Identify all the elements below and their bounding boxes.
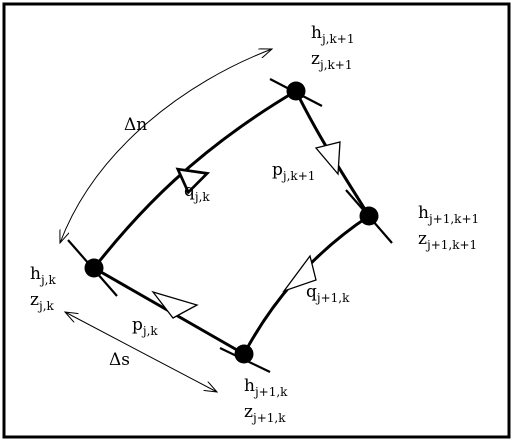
label-h-jk: hj,k [30,264,56,287]
node-jk [84,258,104,278]
label-ds: Δs [109,350,130,370]
label-p-jk1: pj,k+1 [272,160,315,183]
flow-arrow-q-j1k [282,254,317,293]
dimension-arrow-dn [60,49,272,243]
label-q-jk: qj,k [184,181,210,204]
label-z-jk1: zj,k+1 [311,49,352,72]
label-dn: Δn [124,115,147,135]
label-h-jk1: hj,k+1 [311,23,354,46]
node-jk1 [286,81,306,101]
node-j1k1 [359,206,379,226]
label-h-j1k: hj+1,k [244,376,288,399]
dimension-arrow-ds [65,312,217,392]
label-z-j1k: zj+1,k [244,402,286,425]
label-h-j1k1: hj+1,k+1 [418,203,479,226]
node-j1k [234,344,254,364]
flow-arrow-p-jk1 [314,141,341,176]
label-p-jk: pj,k [132,315,158,338]
label-z-j1k1: zj+1,k+1 [418,229,477,252]
label-q-j1k: qj+1,k [306,282,350,305]
label-z-jk: zj,k [30,290,55,313]
